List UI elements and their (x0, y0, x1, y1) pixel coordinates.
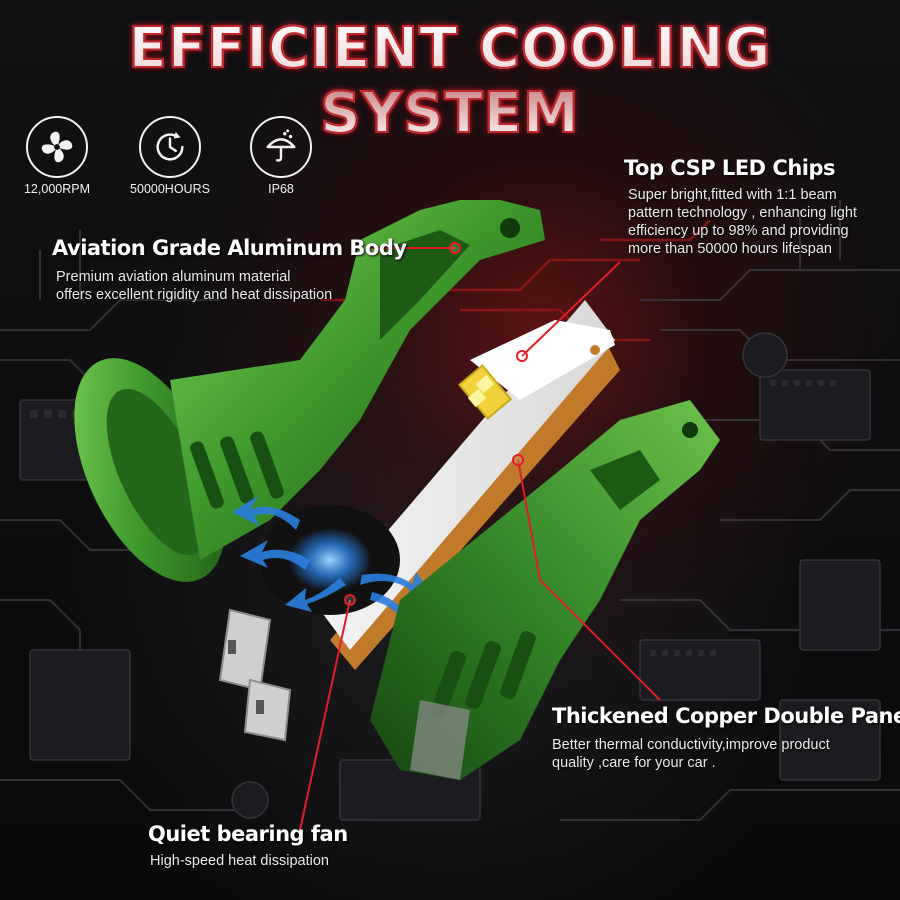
fan-title: Quiet bearing fan (148, 822, 348, 846)
callout-dot-aluminum (449, 242, 461, 254)
callout-lines (299, 247, 661, 831)
callout-dot-chips (516, 350, 528, 362)
led-chips-description: Super bright,fitted with 1:1 beam patter… (628, 187, 857, 257)
led-chips (457, 364, 513, 420)
cooling-fan (218, 505, 400, 742)
badge-label: IP68 (268, 182, 294, 196)
badge-label: 50000HOURS (130, 182, 210, 196)
fan-icon (26, 116, 88, 178)
aluminum-body-right (370, 400, 720, 780)
fan-description: High-speed heat dissipation (150, 853, 329, 869)
aluminum-body-left (74, 200, 545, 582)
callout-dot-copper (512, 454, 524, 466)
aluminum-body-title: Aviation Grade Aluminum Body (52, 236, 407, 260)
badge-ip68: IP68 (231, 116, 331, 196)
umbrella-icon (250, 116, 312, 178)
callout-dot-fan (344, 594, 356, 606)
aluminum-body-description: Premium aviation aluminum material offer… (56, 269, 333, 303)
badge-label: 12,000RPM (23, 182, 90, 196)
clock-icon (139, 116, 201, 178)
led-chips-title: Top CSP LED Chips (624, 156, 836, 180)
copper-panel-title: Thickened Copper Double Panel (552, 704, 900, 728)
copper-panel-description: Better thermal conductivity,improve prod… (552, 737, 830, 771)
page-title: EFFICIENT COOLING SYSTEM (0, 15, 900, 147)
badge-hours: 50000HOURS (120, 116, 220, 196)
badge-rpm: 12,000RPM (7, 116, 107, 196)
